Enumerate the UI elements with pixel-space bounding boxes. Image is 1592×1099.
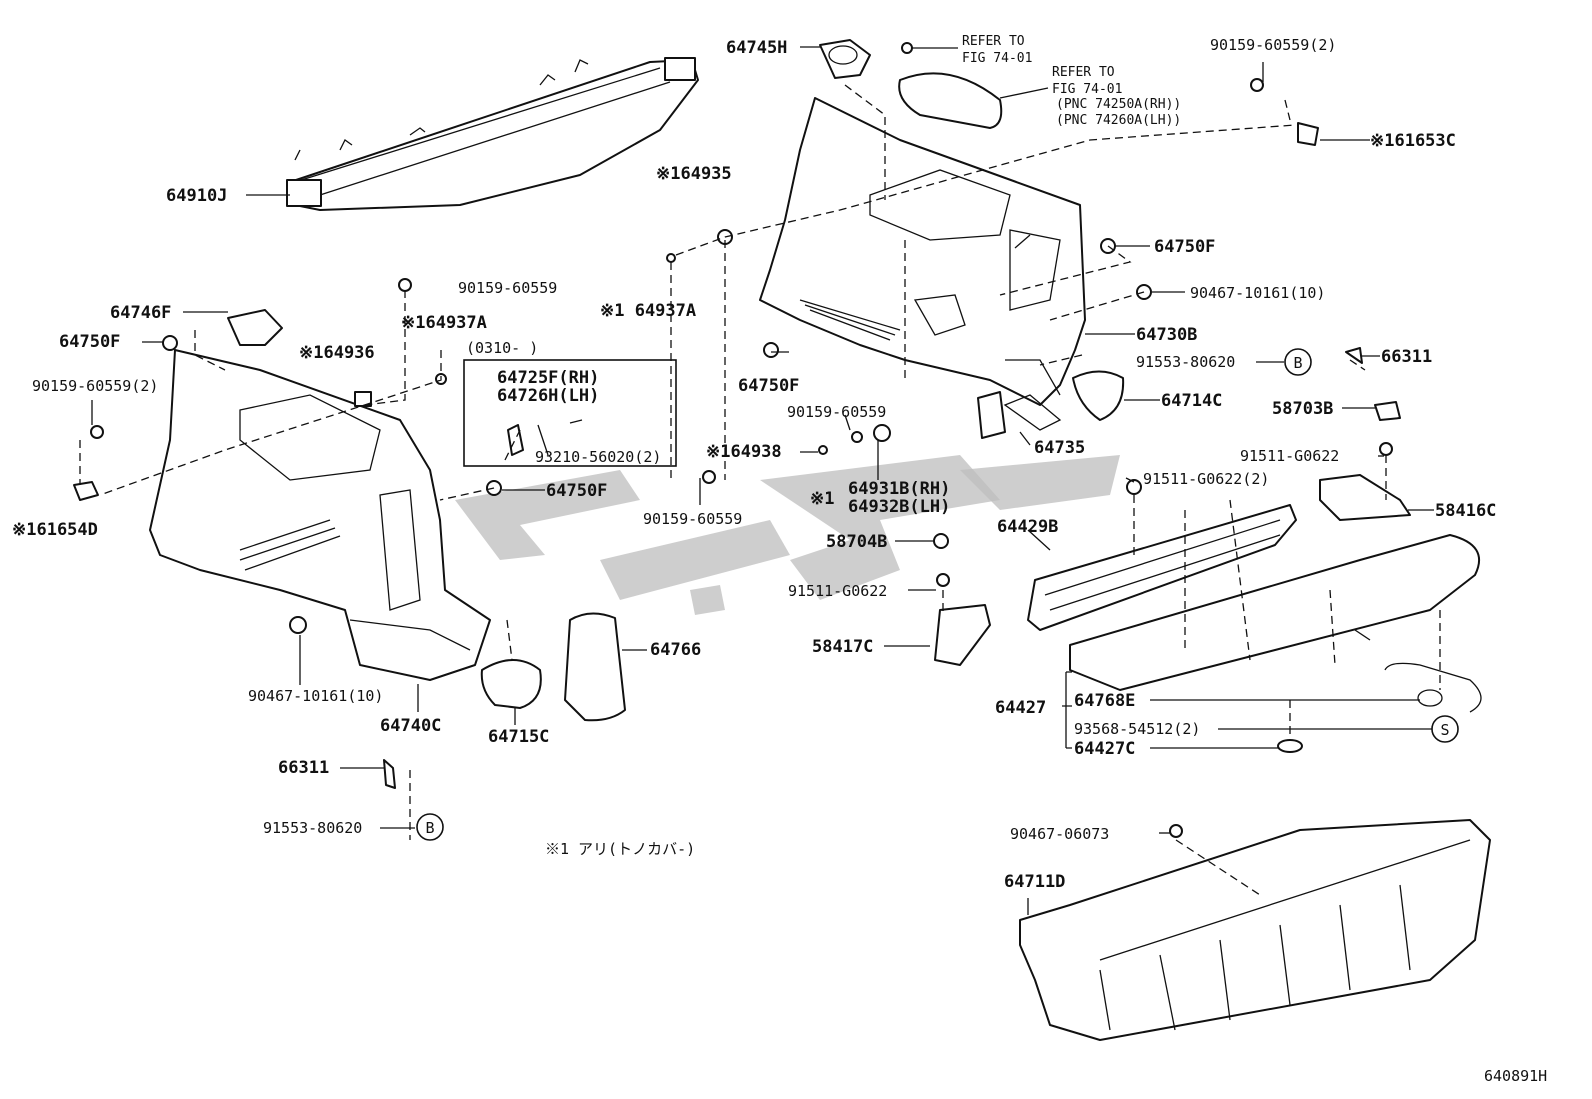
label-58416C: 58416C	[1435, 501, 1496, 521]
label-91511-G0622-2: 91511-G0622(2)	[1143, 470, 1269, 488]
part-labels: 64910J 64745H REFER TO FIG 74-01 REFER T…	[12, 34, 1547, 1085]
label-64725F: 64725F(RH)	[497, 368, 599, 388]
label-64937A: ※1 64937A	[600, 301, 696, 321]
circle-b-left: B	[425, 819, 434, 837]
assist-grip-fig-74-01	[898, 72, 1003, 129]
label-66311-right: 66311	[1381, 347, 1432, 367]
part-64730B-quarter-trim-rh	[759, 97, 1086, 406]
part-64745H	[819, 39, 871, 79]
leader-lines	[91, 46, 1436, 915]
label-58704B: 58704B	[826, 532, 887, 552]
label-91511-G0622-a: 91511-G0622	[1240, 447, 1339, 465]
label-58703B: 58703B	[1272, 399, 1333, 419]
label-164937A: ※164937A	[401, 313, 487, 333]
label-161654D: ※161654D	[12, 520, 98, 540]
label-90159-60559-2-left: 90159-60559(2)	[32, 377, 158, 395]
label-64932B: 64932B(LH)	[848, 497, 950, 517]
label-93210-56020: 93210-56020(2)	[535, 448, 661, 466]
part-64715C	[480, 659, 542, 709]
label-91553-80620-right: 91553-80620	[1136, 353, 1235, 371]
circle-markers: B S B	[416, 348, 1459, 841]
part-64740C-quarter-trim-lh	[149, 349, 491, 681]
label-refer1b: FIG 74-01	[962, 51, 1032, 66]
label-91511-G0622-b: 91511-G0622	[788, 582, 887, 600]
label-64766: 64766	[650, 640, 701, 660]
label-90467-10161-left: 90467-10161(10)	[248, 687, 383, 705]
label-58417C: 58417C	[812, 637, 873, 657]
label-91553-80620-left: 91553-80620	[263, 819, 362, 837]
part-64910J-tonneau-cover	[286, 57, 699, 211]
label-164935: ※164935	[656, 164, 732, 184]
part-64735	[977, 391, 1062, 439]
label-64750F-left2: 64750F	[546, 481, 607, 501]
label-64726H: 64726H(LH)	[497, 386, 599, 406]
label-64714C: 64714C	[1161, 391, 1222, 411]
label-64429B: 64429B	[997, 517, 1058, 537]
watermark-logo	[455, 455, 1120, 615]
label-refer2b: FIG 74-01	[1052, 82, 1122, 97]
label-164938: ※164938	[706, 442, 782, 462]
label-90159-60559-mid: 90159-60559	[787, 403, 886, 421]
label-66311-left: 66311	[278, 758, 329, 778]
label-64746F: 64746F	[110, 303, 171, 323]
label-64931B: 64931B(RH)	[848, 479, 950, 499]
label-refer2a: REFER TO	[1052, 65, 1115, 80]
label-64427C: 64427C	[1074, 739, 1135, 759]
footnote: ※1 アリ(トノカバ-)	[545, 840, 695, 858]
part-64711D-luggage-tray	[1019, 819, 1491, 1041]
part-58417C	[934, 604, 991, 666]
diagram-code: 640891H	[1484, 1067, 1547, 1085]
label-90159-60559-2-top: 90159-60559(2)	[1210, 36, 1336, 54]
label-161653C: ※161653C	[1370, 131, 1456, 151]
label-90467-06073: 90467-06073	[1010, 825, 1109, 843]
circle-s: S	[1440, 721, 1449, 739]
part-64427-deck-board	[1069, 534, 1482, 753]
label-64750F-left: 64750F	[59, 332, 120, 352]
label-refer2d: (PNC 74260A(LH))	[1056, 113, 1181, 128]
label-box-date: (0310- )	[466, 339, 538, 357]
circle-b-right: B	[1293, 354, 1302, 372]
label-64750F-mid: 64750F	[738, 376, 799, 396]
label-93568-54512: 93568-54512(2)	[1074, 720, 1200, 738]
label-64715C: 64715C	[488, 727, 549, 747]
label-64427: 64427	[995, 698, 1046, 718]
part-58416C	[1319, 474, 1411, 521]
label-90467-10161-right: 90467-10161(10)	[1190, 284, 1325, 302]
label-64735: 64735	[1034, 438, 1085, 458]
label-64711D: 64711D	[1004, 872, 1065, 892]
label-refer1a: REFER TO	[962, 34, 1025, 49]
label-64910J: 64910J	[166, 186, 227, 206]
label-refer2c: (PNC 74250A(RH))	[1056, 97, 1181, 112]
label-64745H: 64745H	[726, 38, 787, 58]
part-64714C	[1072, 370, 1125, 421]
label-64750F-right: 64750F	[1154, 237, 1215, 257]
label-mark-1: ※1	[810, 489, 834, 509]
label-164936: ※164936	[299, 343, 375, 363]
label-90159-60559-left: 90159-60559	[458, 279, 557, 297]
part-64429B	[1027, 504, 1297, 631]
part-64766	[564, 612, 626, 722]
part-64746F	[227, 309, 283, 346]
label-90159-60559-low: 90159-60559	[643, 510, 742, 528]
label-64768E: 64768E	[1074, 691, 1135, 711]
label-64730B: 64730B	[1136, 325, 1197, 345]
label-64740C: 64740C	[380, 716, 441, 736]
